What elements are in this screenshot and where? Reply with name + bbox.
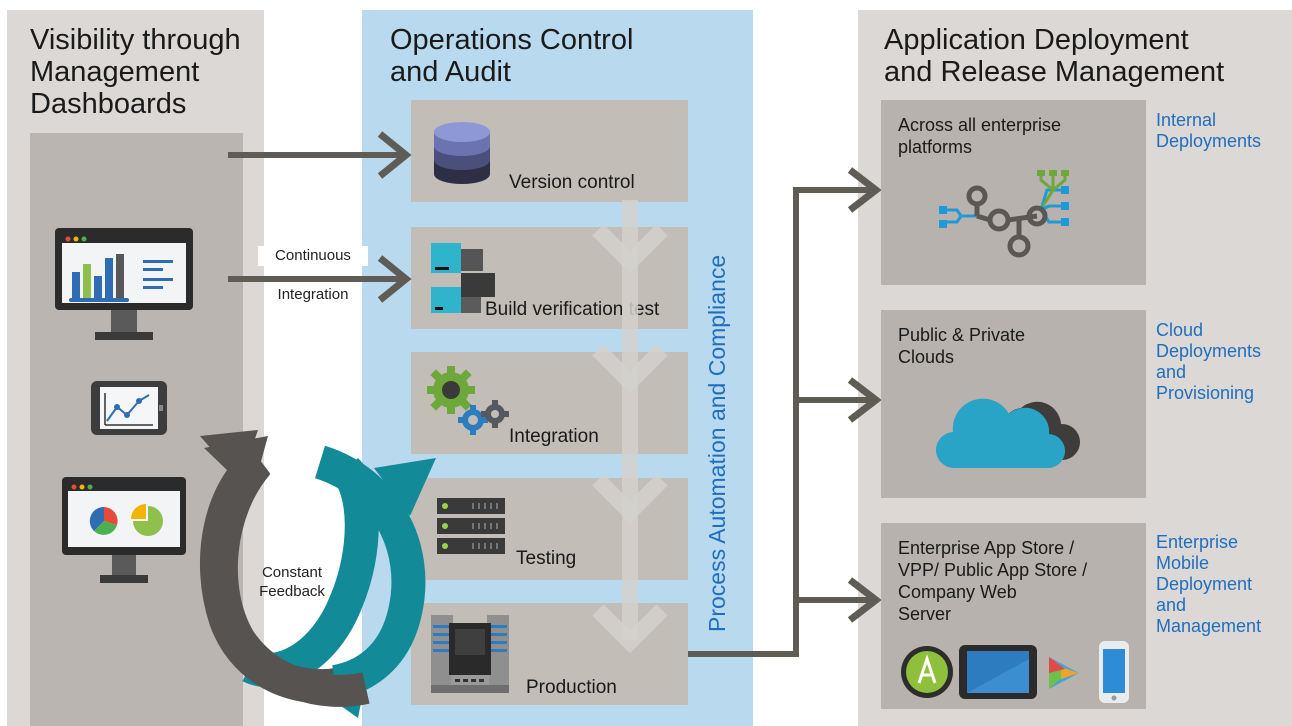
side-label-internal: Internal Deployments	[1156, 110, 1262, 151]
app-store-icons	[901, 641, 1129, 703]
target-internal-deployments: Across all enterprise platforms	[881, 100, 1146, 285]
stage-production: Production	[411, 603, 688, 705]
pipeline-flow-chevrons	[592, 200, 668, 654]
continuous-integration-label-line1: Continuous	[258, 246, 368, 266]
tablet-line-chart-icon	[91, 381, 167, 435]
side-label-cloud: Cloud Deployments and Provisioning	[1156, 320, 1262, 403]
server-rack-icon	[437, 498, 505, 554]
gray-feedback-arrow-icon	[204, 436, 370, 707]
stage-label-production: Production	[526, 677, 617, 698]
monitor-pie-chart-icon	[62, 477, 186, 583]
network-branches-icon	[939, 170, 1069, 258]
side-label-enterprise-mobile: Enterprise Mobile Deployment and Managem…	[1156, 532, 1262, 636]
production-server-icon	[431, 615, 509, 693]
constant-feedback-label-line2: Feedback	[259, 583, 325, 600]
stage-label-integration: Integration	[509, 426, 599, 447]
stage-label-testing: Testing	[516, 548, 577, 569]
gears-icon	[427, 366, 509, 435]
build-servers-icon	[431, 243, 495, 313]
monitor-bar-chart-icon	[55, 228, 193, 340]
left-column-title: Visibility through Management Dashboards	[30, 24, 241, 120]
middle-column-title: Operations Control and Audit	[390, 24, 634, 88]
continuous-integration-arrow	[228, 255, 412, 303]
stage-build-verification: Build verification test	[411, 227, 688, 329]
target-title-app-store: Enterprise App Store / VPP/ Public App S…	[898, 538, 1088, 624]
cloud-icon	[935, 398, 1081, 469]
deployment-connector-arrows	[688, 167, 882, 657]
continuous-integration-label-line2: Integration	[277, 286, 349, 303]
right-column-title: Application Deployment and Release Manag…	[884, 24, 1225, 88]
dashboard-to-version-control-arrow	[228, 131, 412, 179]
stage-label-build-verification: Build verification test	[485, 299, 660, 320]
stage-label-version-control: Version control	[509, 172, 635, 193]
constant-feedback-label-line1: Constant	[261, 564, 323, 581]
target-title-internal: Across all enterprise platforms	[898, 115, 1062, 157]
target-title-clouds: Public & Private Clouds	[898, 325, 1026, 367]
target-cloud-deployments: Public & Private Clouds	[881, 310, 1146, 498]
database-icon	[434, 122, 490, 184]
target-enterprise-mobile: Enterprise App Store / VPP/ Public App S…	[881, 523, 1146, 709]
stage-version-control: Version control	[411, 100, 688, 202]
